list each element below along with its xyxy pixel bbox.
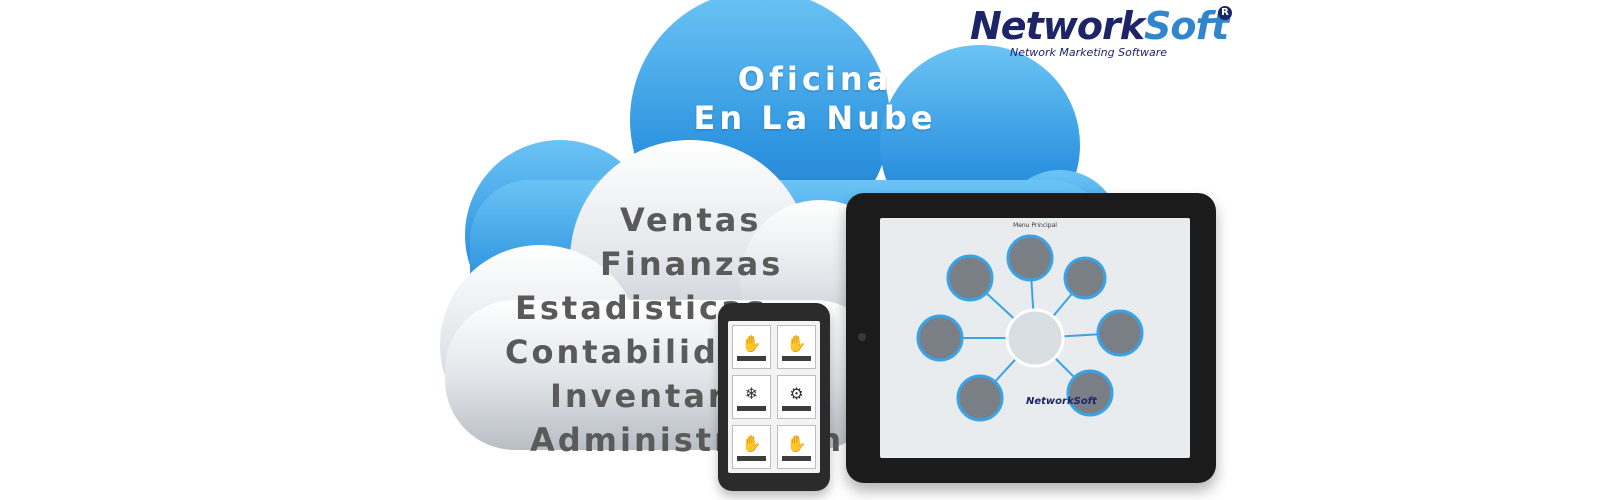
menu-node-icon (956, 374, 1004, 422)
camera-icon (858, 333, 866, 341)
tablet-menu-title: Menu Principal (1013, 222, 1057, 229)
cloud-title-line2: En La Nube (693, 99, 937, 137)
networksoft-logo: NetworkSoft R Network Marketing Software (970, 4, 1240, 64)
menu-node-icon (1096, 309, 1144, 357)
menu-node-icon (946, 254, 994, 302)
phone-device: ✋ ✋ ❄ ⚙ ✋ ✋ (718, 303, 830, 491)
tablet-menu-diagram (916, 234, 1144, 422)
menu-node-icon (1006, 234, 1054, 282)
menu-node-icon (916, 314, 964, 362)
app-tile: ❄ (732, 375, 771, 419)
app-tile: ✋ (732, 425, 771, 469)
app-icon: ✋ (741, 333, 762, 353)
app-tile: ⚙ (777, 375, 816, 419)
app-icon: ⚙ (789, 383, 804, 403)
app-icon: ✋ (786, 333, 807, 353)
logo-tagline: Network Marketing Software (1010, 46, 1168, 59)
module-finanzas: Finanzas (600, 245, 784, 283)
app-icon: ✋ (786, 433, 807, 453)
logo-part1: Network (970, 4, 1145, 48)
app-tile: ✋ (777, 425, 816, 469)
logo-part2: Soft (1143, 4, 1229, 48)
menu-node-icon (1063, 256, 1107, 300)
tablet-center-brand: NetworkSoft (1026, 396, 1097, 407)
cloud-title: Oficina En La Nube (690, 60, 940, 138)
logo-wordmark: NetworkSoft (970, 4, 1229, 48)
app-tile: ✋ (777, 325, 816, 369)
snowflake-icon: ❄ (744, 383, 759, 403)
module-ventas: Ventas (620, 201, 762, 239)
registered-icon: R (1218, 6, 1232, 20)
tablet-device: Menu Principal (846, 193, 1216, 483)
cloud-title-line1: Oficina (737, 60, 893, 98)
tablet-screen: Menu Principal (880, 218, 1190, 458)
menu-node-icon (1066, 369, 1114, 417)
phone-screen: ✋ ✋ ❄ ⚙ ✋ ✋ (728, 321, 820, 473)
app-icon: ✋ (741, 433, 762, 453)
app-tile: ✋ (732, 325, 771, 369)
